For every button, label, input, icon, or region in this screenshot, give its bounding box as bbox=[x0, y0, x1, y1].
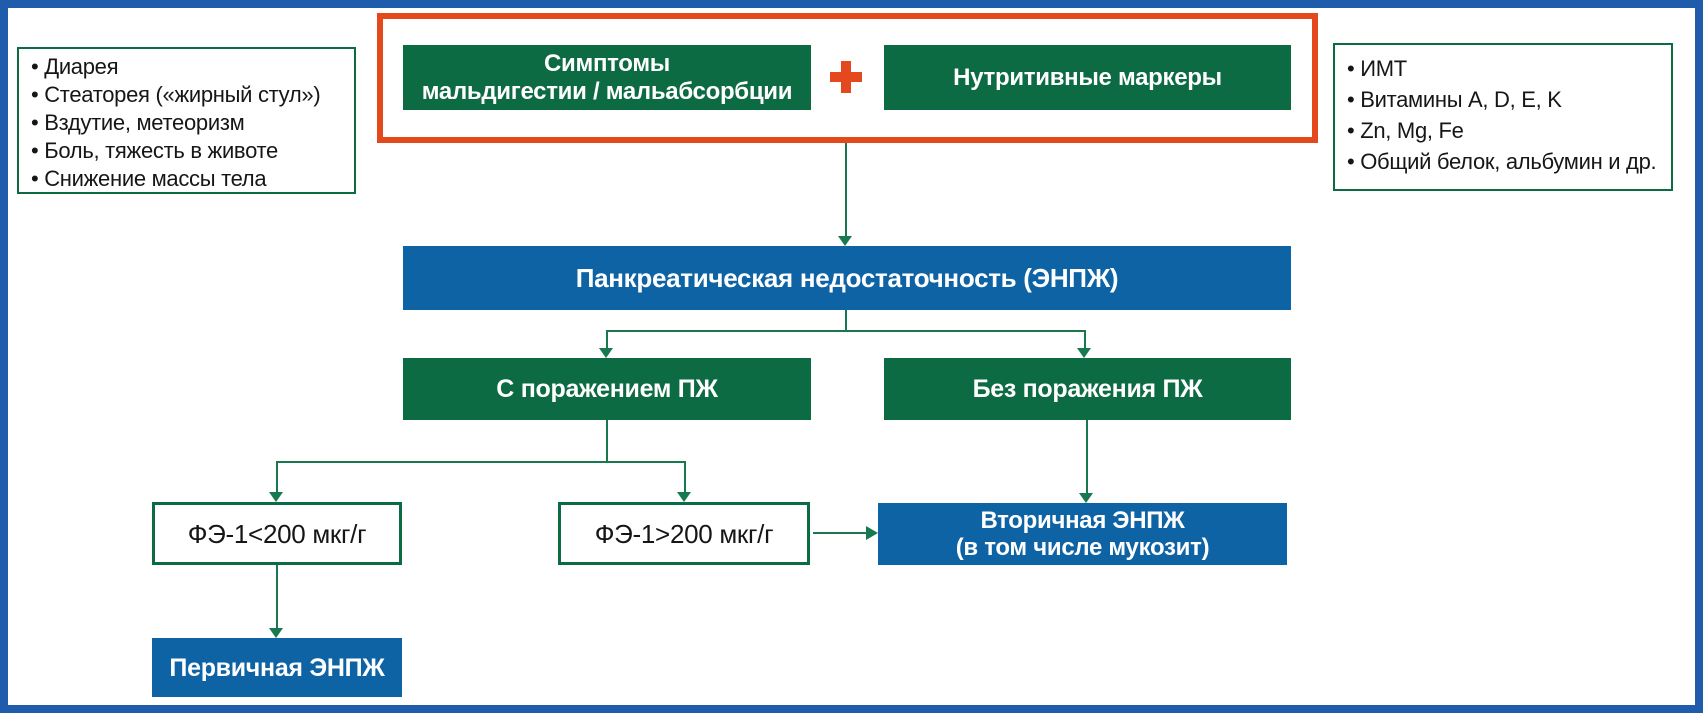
connector-line bbox=[276, 461, 686, 463]
arrowhead-down-icon bbox=[269, 628, 283, 638]
list-item: Вздутие, метеоризм bbox=[31, 109, 346, 137]
node-fecal-elastase-high: ФЭ-1>200 мкг/г bbox=[558, 502, 810, 565]
arrowhead-down-icon bbox=[1077, 348, 1091, 358]
connector-line bbox=[606, 420, 608, 463]
node-label: Первичная ЭНПЖ bbox=[169, 653, 385, 682]
connector-line bbox=[1084, 330, 1086, 348]
node-label-line: Симптомы bbox=[544, 49, 670, 77]
node-label: Нутритивные маркеры bbox=[953, 63, 1222, 91]
list-item: Боль, тяжесть в животе bbox=[31, 137, 346, 165]
connector-line bbox=[606, 330, 1086, 332]
node-nutritive-markers: Нутритивные маркеры bbox=[884, 45, 1291, 110]
list-item: Общий белок, альбумин и др. bbox=[1347, 146, 1665, 177]
symptom-list-box: Диарея Стеаторея («жирный стул») Вздутие… bbox=[17, 47, 356, 194]
node-label-line: Вторичная ЭНПЖ bbox=[980, 507, 1185, 534]
connector-line bbox=[845, 310, 847, 332]
node-label-line: мальдигестии / мальабсорбции bbox=[421, 77, 793, 105]
connector-line bbox=[606, 330, 608, 348]
list-item: Диарея bbox=[31, 53, 346, 81]
node-label-line: (в том числе мукозит) bbox=[955, 534, 1210, 561]
node-label: ФЭ-1<200 мкг/г bbox=[187, 518, 367, 549]
connector-line bbox=[845, 143, 847, 236]
connector-line bbox=[684, 461, 686, 492]
arrowhead-down-icon bbox=[677, 492, 691, 502]
node-label: С поражением ПЖ bbox=[496, 375, 718, 403]
connector-line bbox=[813, 532, 866, 534]
highlight-frame bbox=[377, 13, 1318, 143]
list-item: Снижение массы тела bbox=[31, 165, 346, 193]
node-secondary-enpj: Вторичная ЭНПЖ (в том числе мукозит) bbox=[878, 503, 1287, 565]
list-item: Стеаторея («жирный стул») bbox=[31, 81, 346, 109]
list-item: ИМТ bbox=[1347, 53, 1665, 84]
node-pancreatic-insufficiency: Панкреатическая недостаточность (ЭНПЖ) bbox=[403, 246, 1291, 310]
list-item: Витамины A, D, E, K bbox=[1347, 84, 1665, 115]
arrowhead-down-icon bbox=[269, 492, 283, 502]
plus-icon bbox=[830, 61, 862, 93]
arrowhead-down-icon bbox=[599, 348, 613, 358]
node-without-pancreas-lesion: Без поражения ПЖ bbox=[884, 358, 1291, 420]
node-maldigestion-symptoms: Симптомы мальдигестии / мальабсорбции bbox=[403, 45, 811, 110]
arrowhead-down-icon bbox=[838, 236, 852, 246]
node-label: Панкреатическая недостаточность (ЭНПЖ) bbox=[575, 263, 1119, 293]
arrowhead-right-icon bbox=[866, 526, 878, 540]
node-label: ФЭ-1>200 мкг/г bbox=[594, 518, 774, 549]
connector-line bbox=[276, 461, 278, 492]
node-fecal-elastase-low: ФЭ-1<200 мкг/г bbox=[152, 502, 402, 565]
node-primary-enpj: Первичная ЭНПЖ bbox=[152, 638, 402, 697]
connector-line bbox=[1086, 420, 1088, 493]
arrowhead-down-icon bbox=[1079, 493, 1093, 503]
node-label: Без поражения ПЖ bbox=[972, 375, 1203, 403]
connector-line bbox=[276, 565, 278, 628]
marker-list: ИМТ Витамины A, D, E, K Zn, Mg, Fe Общий… bbox=[1347, 53, 1665, 177]
node-with-pancreas-lesion: С поражением ПЖ bbox=[403, 358, 811, 420]
list-item: Zn, Mg, Fe bbox=[1347, 115, 1665, 146]
marker-list-box: ИМТ Витамины A, D, E, K Zn, Mg, Fe Общий… bbox=[1333, 43, 1673, 191]
symptom-list: Диарея Стеаторея («жирный стул») Вздутие… bbox=[31, 53, 346, 193]
